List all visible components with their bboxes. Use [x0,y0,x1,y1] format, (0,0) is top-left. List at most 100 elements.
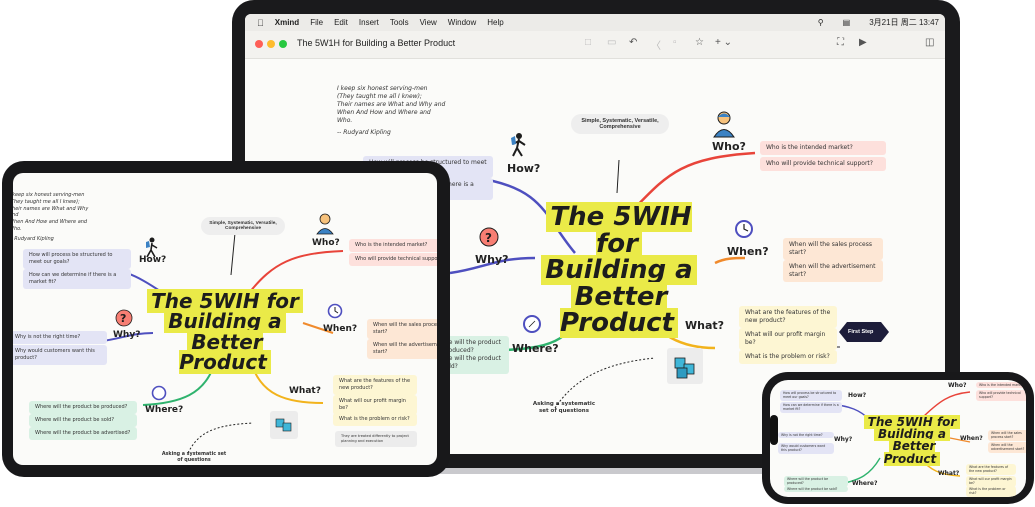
ipad-where-item-2[interactable]: Where will the product be sold? [29,414,137,427]
ipad-systematic-label[interactable]: Asking a systematic set of questions [153,449,235,465]
ipad-who-item-1[interactable]: Who is the intended market? [349,239,437,252]
floating-topic[interactable]: Simple, Systematic, Versatile, Comprehen… [571,114,669,134]
ipad-question-icon: ? [115,309,133,327]
zoom-window-button[interactable] [279,40,287,48]
iphone-screen: The 5WIH for Building a Better Product W… [770,380,1026,497]
subtopic-icon[interactable]: ▭ [607,37,616,48]
star-icon[interactable]: ☆ [695,37,704,48]
ipad-central-topic[interactable]: The 5WIH for Building a Better Product [145,291,305,373]
when-item-2[interactable]: When will the advertisement start? [783,260,883,282]
ipad-floating-topic[interactable]: Simple, Systematic, Versatile, Comprehen… [201,217,285,235]
iphone-dynamic-island [770,415,778,445]
ipad-kipling-quote: I keep six honest serving-men (They taug… [13,189,103,245]
control-center-icon[interactable]: ▤ [843,18,851,27]
menu-tools[interactable]: Tools [390,18,409,27]
ipad-they-note[interactable]: They are treated differently to project … [335,431,417,447]
branch-why[interactable]: Why? [475,253,509,266]
iphone-branch-where[interactable]: Where? [852,480,877,487]
play-icon[interactable]: ▶ [859,37,867,48]
iphone-how-item-2[interactable]: How can we determine if there is a marke… [780,402,842,413]
branch-when[interactable]: When? [727,245,769,258]
ipad-when-item-1[interactable]: When will the sales process start? [367,319,437,339]
ipad-where-item-1[interactable]: Where will the product be produced? [29,401,137,414]
window-titlebar: The 5W1H for Building a Better Product □… [245,31,945,59]
ipad-what-item-2[interactable]: What will our profit margin be? [333,395,417,415]
ipad-what-item-1[interactable]: What are the features of the new product… [333,375,417,395]
menu-window[interactable]: Window [448,18,476,27]
insert-button[interactable]: + ⌄ [715,37,732,48]
central-topic[interactable]: The 5WIH for Building a Better Product [519,204,719,337]
ipad-cube-image[interactable] [270,411,298,439]
ipad-branch-where[interactable]: Where? [145,405,183,415]
ipad-why-item-1[interactable]: Why is not the right time? [13,331,107,344]
iphone-how-item-1[interactable]: How will process be structured to meet o… [780,390,842,401]
iphone-why-item-1[interactable]: Why is not the right time? [778,432,834,438]
compass-icon [522,314,542,334]
ipad-how-item-1[interactable]: How will process be structured to meet o… [23,249,131,269]
cube-image[interactable] [667,348,703,384]
sidebar-icon[interactable]: ◫ [925,37,934,48]
ipad-where-item-3[interactable]: Where will the product be advertised? [29,427,137,440]
branch-how[interactable]: How? [507,162,540,175]
ipad-who-item-2[interactable]: Who will provide technical support? [349,253,437,266]
ipad-branch-why[interactable]: Why? [113,330,140,340]
iphone-what-item-3[interactable]: What is the problem or risk? [966,486,1016,497]
branch-where[interactable]: Where? [512,342,559,355]
iphone-what-item-1[interactable]: What are the features of the new product… [966,464,1016,475]
iphone-central-topic[interactable]: The 5WIH for Building a Better Product [862,416,962,465]
ipad-branch-who[interactable]: Who? [312,238,340,248]
when-item-1[interactable]: When will the sales process start? [783,238,883,260]
iphone-where-item-2[interactable]: Where will the product be sold? [784,486,848,492]
iphone-when-item-2[interactable]: When will the advertisement start? [988,442,1026,453]
menu-app-name[interactable]: Xmind [275,18,299,27]
branch-who[interactable]: Who? [712,140,746,153]
what-item-1[interactable]: What are the features of the new product… [739,306,837,328]
fullscreen-icon[interactable]: ⛶ [837,37,844,48]
minimize-window-button[interactable] [267,40,275,48]
apple-icon[interactable]:  [257,18,264,28]
systematic-label[interactable]: Asking a systematic set of questions [523,398,605,419]
branch-what[interactable]: What? [685,319,724,332]
ipad-how-item-2[interactable]: How can we determine if there is a marke… [23,269,131,289]
ipad-what-item-3[interactable]: What is the problem or risk? [333,413,417,426]
ipad-person-headset-icon [316,213,334,235]
what-item-3[interactable]: What is the problem or risk? [739,350,837,364]
menu-file[interactable]: File [310,18,323,27]
first-step-label: First Step [848,329,873,335]
menu-insert[interactable]: Insert [359,18,379,27]
menu-datetime[interactable]: 3月21日 周二 13:47 [869,17,939,28]
menu-edit[interactable]: Edit [334,18,348,27]
close-window-button[interactable] [255,40,263,48]
search-icon[interactable]: ⚲ [818,18,824,27]
svg-text:?: ? [485,231,492,245]
who-item-2[interactable]: Who will provide technical support? [760,157,886,171]
menu-view[interactable]: View [420,18,437,27]
who-item-1[interactable]: Who is the intended market? [760,141,886,155]
kipling-quote: I keep six honest serving-men (They taug… [331,82,453,141]
ipad-compass-icon [151,385,167,401]
iphone-branch-when[interactable]: When? [960,435,983,442]
relationship-icon[interactable]: ↶ [629,37,637,48]
what-item-2[interactable]: What will our profit margin be? [739,328,837,350]
iphone-when-item-1[interactable]: When will the sales process start? [988,430,1026,441]
summary-icon[interactable]: ▫ [673,37,677,48]
iphone-branch-who[interactable]: Who? [948,382,967,389]
iphone-branch-how[interactable]: How? [848,392,866,399]
menu-help[interactable]: Help [487,18,503,27]
iphone-who-item-1[interactable]: Who is the intended market? [976,382,1026,388]
ipad-branch-when[interactable]: When? [323,324,357,334]
ipad-screen: I keep six honest serving-men (They taug… [13,173,437,465]
ipad-when-item-2[interactable]: When will the advertisement start? [367,339,437,359]
iphone-branch-why[interactable]: Why? [834,436,852,443]
iphone-branch-what[interactable]: What? [938,470,959,477]
iphone-why-item-2[interactable]: Why would customers want this product? [778,443,834,454]
iphone-who-item-2[interactable]: Who will provide technical support? [976,390,1026,401]
menu-bar:  Xmind File Edit Insert Tools View Wind… [245,14,945,31]
window-title: The 5W1H for Building a Better Product [297,38,455,48]
hiker-icon [507,132,531,158]
ipad-branch-how[interactable]: How? [139,255,166,265]
topic-icon[interactable]: □ [585,37,591,48]
ipad-branch-what[interactable]: What? [289,386,321,396]
boundary-icon[interactable]: 〈 [651,37,661,52]
ipad-why-item-2[interactable]: Why would customers want this product? [13,345,107,365]
